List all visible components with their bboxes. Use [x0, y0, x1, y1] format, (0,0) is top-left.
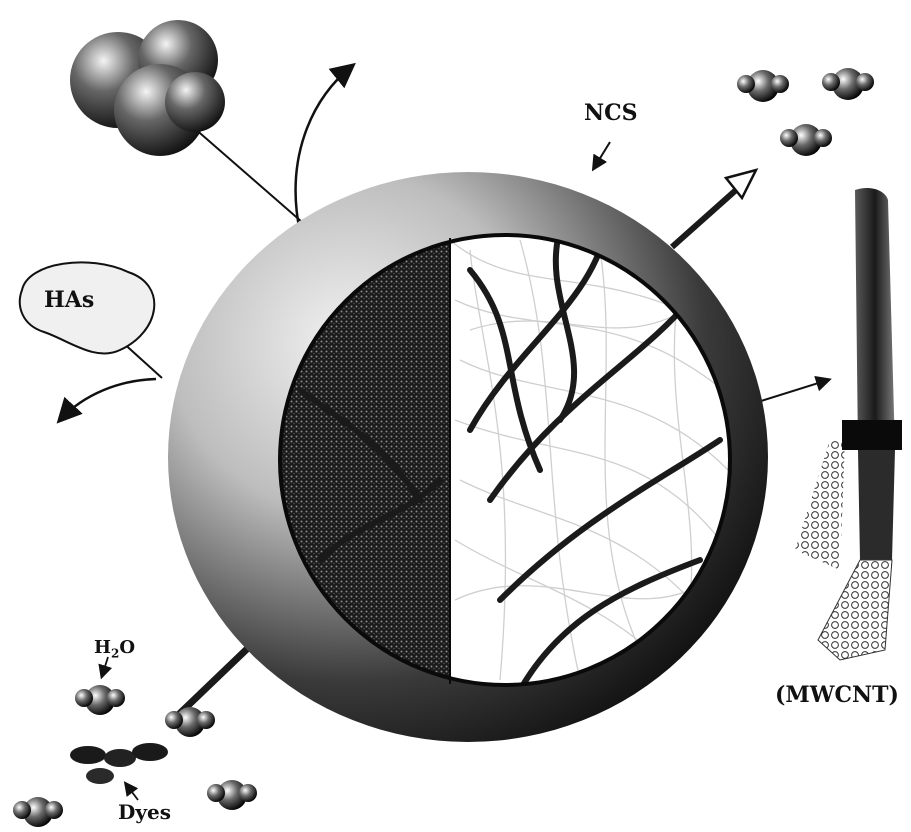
nanotube-icon — [795, 188, 902, 660]
water-molecule-icon — [165, 707, 215, 737]
thick-arrow-in — [175, 648, 248, 718]
pointer-arrow-dyes — [126, 784, 138, 800]
has-label: HAs — [44, 287, 94, 313]
h2o-label-o: O — [119, 637, 135, 658]
nanotube-outer-shell — [795, 440, 845, 570]
h2o-label-h: H — [94, 637, 111, 658]
water-molecule-icon — [822, 68, 874, 100]
nanotube-band — [842, 420, 902, 450]
curved-arrow-left — [60, 379, 156, 420]
nanotube-tip — [818, 560, 892, 660]
h2o-label: H2O — [94, 637, 135, 661]
water-molecule-icon — [13, 797, 63, 827]
water-molecule-icon — [780, 124, 832, 156]
ncs-sphere — [168, 172, 768, 742]
ncs-label: NCS — [584, 100, 638, 126]
nanotube-body-mid — [858, 450, 895, 560]
thick-arrow-shaft-out — [672, 182, 745, 247]
nanotube-body-top — [855, 188, 895, 450]
mwcnt-label: (MWCNT) — [775, 682, 899, 708]
dyes-label: Dyes — [118, 800, 171, 824]
pointer-arrow-ncs — [594, 142, 610, 168]
water-molecule-icon — [737, 70, 789, 102]
dye-molecule-icon — [70, 743, 168, 784]
water-molecule-icon — [207, 780, 257, 810]
water-molecule-icon — [75, 685, 125, 715]
